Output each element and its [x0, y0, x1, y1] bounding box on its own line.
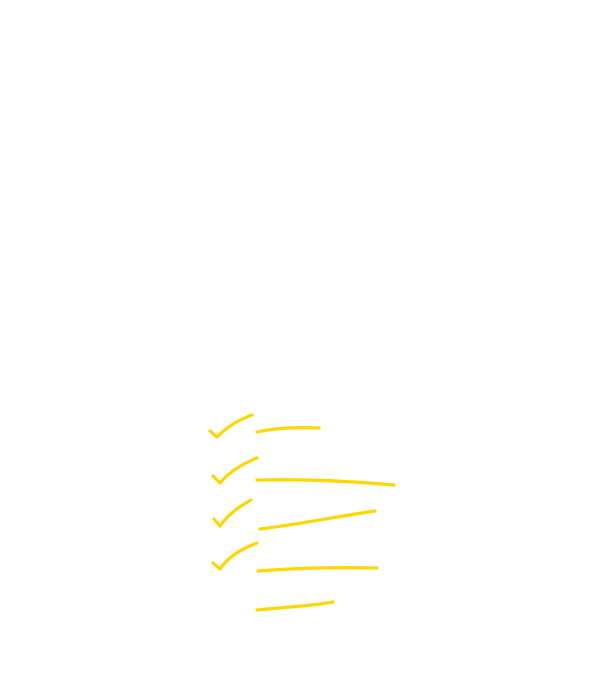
line-stroke — [255, 600, 335, 612]
line-stroke — [258, 509, 377, 531]
line-stroke — [255, 426, 321, 434]
checkmark-icon — [211, 541, 259, 571]
checklist-item-4 — [211, 541, 379, 573]
checkmark-icon — [211, 456, 259, 485]
line-stroke — [255, 478, 396, 487]
checklist-item-2 — [211, 456, 396, 487]
checkmark-icon — [208, 413, 254, 439]
line-stroke — [256, 566, 379, 573]
checkmark-icon — [212, 498, 253, 528]
checklist-item-5 — [255, 600, 335, 612]
checklist-item-1 — [208, 413, 321, 439]
checklist-item-3 — [212, 498, 377, 531]
